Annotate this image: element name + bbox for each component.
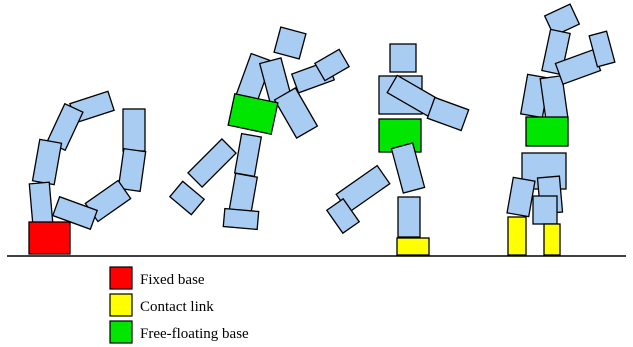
free-floating-base: [525, 116, 569, 147]
head-link: [389, 43, 417, 73]
legend-swatch-free-floating-base: [109, 320, 133, 344]
link: [426, 96, 470, 132]
legend-label-fixed-base: Fixed base: [140, 272, 205, 288]
legend-label-free-floating-base: Free-floating base: [140, 326, 249, 342]
link: [532, 195, 558, 225]
link: [117, 147, 147, 193]
double-support-robot-figure: [506, 3, 616, 256]
single-support-robot-figure: [325, 43, 470, 256]
legend-item-contact-link: Contact link: [109, 293, 214, 317]
legend-swatch-contact-link: [109, 293, 133, 317]
link: [325, 197, 361, 235]
link: [51, 195, 99, 231]
legend-label-contact-link: Contact link: [140, 299, 214, 315]
link: [313, 48, 351, 82]
head-link: [543, 3, 581, 37]
link: [390, 142, 426, 194]
link: [122, 108, 146, 152]
legend-swatch-fixed-base: [109, 266, 133, 290]
flying-robot-figure: [168, 26, 351, 231]
head-link: [273, 26, 307, 60]
legend: Fixed base Contact link Free-floating ba…: [109, 266, 249, 344]
free-floating-base: [227, 93, 279, 135]
fixed-base-manipulator-figure: [28, 90, 147, 255]
link: [222, 207, 260, 231]
fixed-base: [28, 221, 71, 255]
link: [28, 181, 54, 225]
link: [506, 176, 536, 218]
link: [588, 30, 616, 68]
link: [168, 180, 206, 216]
contact-link: [507, 216, 527, 256]
link: [187, 138, 237, 188]
link: [233, 132, 263, 178]
contact-link: [396, 237, 430, 256]
link: [397, 196, 421, 238]
contact-link: [543, 223, 561, 256]
legend-item-fixed-base: Fixed base: [109, 266, 205, 290]
link: [273, 87, 319, 139]
legend-item-free-floating-base: Free-floating base: [109, 320, 249, 344]
link: [31, 138, 63, 186]
